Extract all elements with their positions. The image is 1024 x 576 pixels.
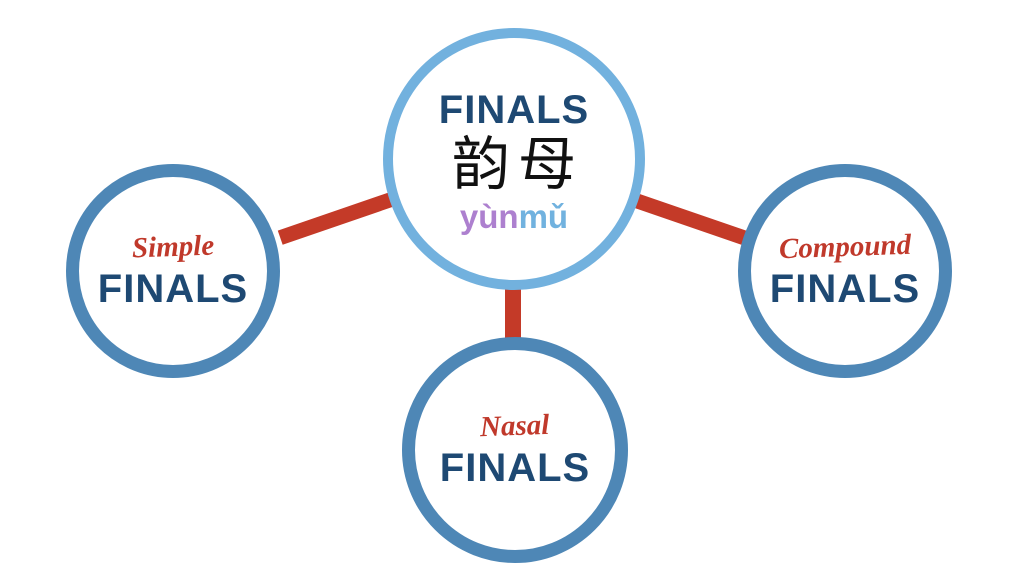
compound-node-label: Compound (778, 228, 912, 266)
simple-node-title: FINALS (97, 266, 249, 311)
pinyin-syllable-yun: yùn (459, 197, 519, 235)
satellite-node-simple-finals: Simple FINALS (66, 164, 280, 378)
satellite-node-compound-finals: Compound FINALS (738, 164, 952, 378)
connector-simple-to-center (277, 192, 395, 245)
nasal-node-title: FINALS (439, 445, 591, 490)
simple-node-label: Simple (131, 229, 215, 265)
center-node-pinyin: yùnmǔ (460, 200, 568, 233)
center-node-hanzi: 韵母 (451, 130, 584, 199)
center-node-title: FINALS (438, 88, 590, 133)
compound-node-title: FINALS (769, 266, 921, 311)
nasal-node-label: Nasal (479, 408, 551, 444)
center-node-finals: FINALS 韵母 yùnmǔ (383, 28, 645, 290)
pinyin-syllable-mu: mǔ (518, 197, 569, 235)
satellite-node-nasal-finals: Nasal FINALS (402, 337, 628, 563)
connector-center-to-nasal (505, 286, 521, 342)
connector-center-to-compound (629, 192, 747, 245)
